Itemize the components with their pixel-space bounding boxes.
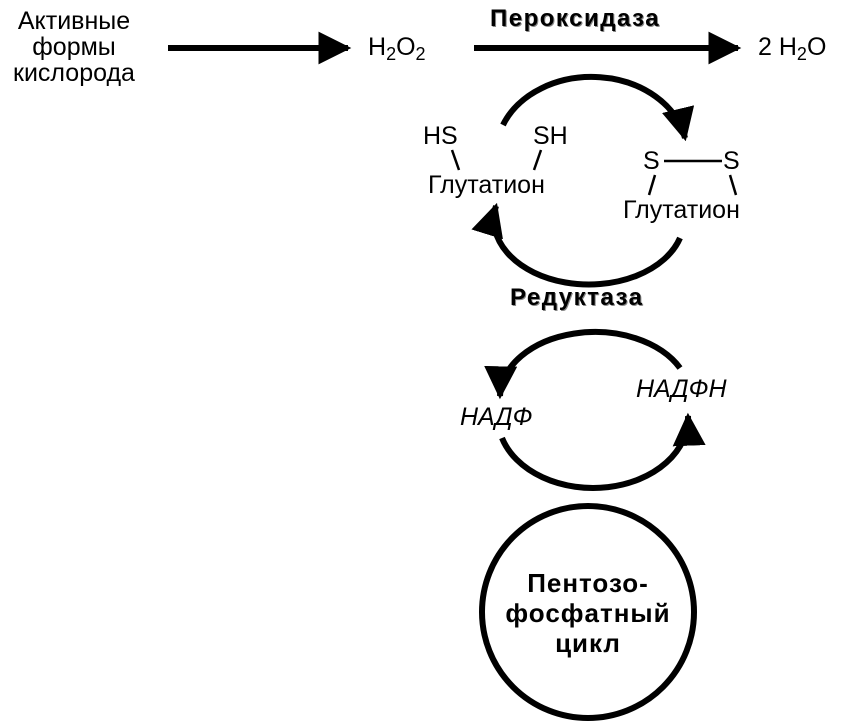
pentose-cycle-label: Пентозо- фосфатный цикл xyxy=(488,568,688,658)
ros-label: Активные формы кислорода xyxy=(4,8,144,86)
gsh-name: Глутатион xyxy=(428,171,545,199)
nadph-label: НАДФН xyxy=(636,375,727,403)
gssg-s2: S xyxy=(723,147,740,175)
s1-bond xyxy=(647,174,657,196)
peroxidase-label: Пероксидаза xyxy=(490,5,661,32)
gssg-name: Глутатион xyxy=(623,196,740,224)
pentose-line-2: фосфатный xyxy=(505,598,671,628)
pentose-cycle-circle xyxy=(479,503,697,721)
gsh-hs: HS xyxy=(423,122,458,150)
gsh-to-gssg-arrow xyxy=(500,73,695,142)
h2o2-o: O xyxy=(396,33,416,61)
hs-bond xyxy=(450,149,461,171)
pentose-line-3: цикл xyxy=(555,628,621,658)
ros-line-1: Активные xyxy=(17,7,131,35)
h2o2-h: H xyxy=(368,33,387,61)
nadph-to-nadp-arrow xyxy=(484,329,683,400)
gssg-to-gsh-arrow xyxy=(471,202,683,288)
water-label: 2 H2O xyxy=(758,33,827,63)
water-coef: 2 xyxy=(758,33,772,61)
gssg-s1: S xyxy=(643,147,660,175)
h2o2-sub-2: 2 xyxy=(415,44,426,64)
nadp-to-nadph-arrow xyxy=(499,412,706,491)
s2-bond xyxy=(728,174,738,196)
water-h: H xyxy=(778,33,797,61)
ros-line-2: формы xyxy=(32,33,116,61)
water-o: O xyxy=(806,33,827,61)
reductase-label: Редуктаза xyxy=(510,284,644,311)
gsh-sh: SH xyxy=(533,122,568,150)
h2o2-label: H2O2 xyxy=(368,33,426,63)
sh-bond xyxy=(532,149,543,171)
nadp-label: НАДФ xyxy=(460,403,533,431)
h2o2-sub-1: 2 xyxy=(386,44,397,64)
pentose-line-1: Пентозо- xyxy=(527,568,649,598)
water-sub: 2 xyxy=(796,44,807,64)
ros-line-3: кислорода xyxy=(13,59,135,87)
